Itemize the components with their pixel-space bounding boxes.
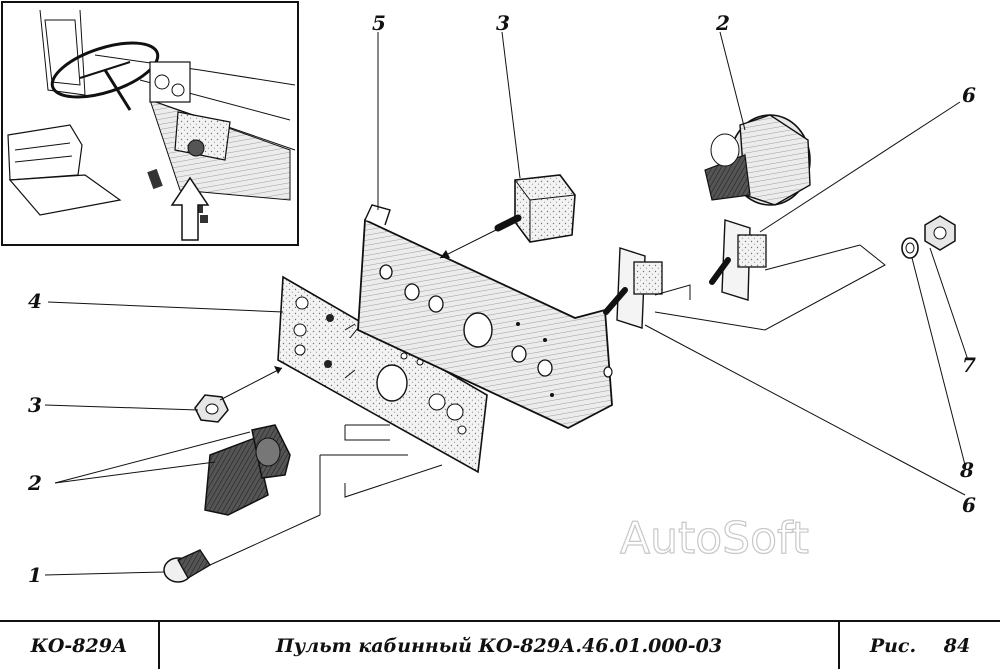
hex-nut-right (924, 215, 956, 251)
callout-8: 8 (959, 458, 974, 482)
knob-assembly (204, 424, 291, 516)
callout-2-upper: 2 (715, 11, 730, 35)
pressure-gauge (704, 114, 811, 206)
callout-2-lower: 2 (27, 471, 42, 495)
callout-5: 5 (372, 11, 386, 35)
leader-lines (44, 31, 969, 576)
callout-4: 4 (28, 289, 42, 313)
callout-3-lower: 3 (28, 393, 42, 417)
figure-number: 84 (943, 634, 971, 657)
callout-6-lower: 6 (962, 493, 976, 517)
toggle-switch-upper (494, 174, 576, 243)
drawing-title: Пульт кабинный КО-829А.46.01.000-03 (275, 634, 723, 657)
callout-1: 1 (28, 563, 42, 587)
title-cell: Пульт кабинный КО-829А.46.01.000-03 (160, 622, 840, 669)
title-block: КО-829А Пульт кабинный КО-829А.46.01.000… (0, 620, 1000, 669)
toggle-switch-right (709, 219, 767, 301)
figure-cell: Рис. 84 (840, 622, 1000, 669)
mounting-bracket (357, 204, 613, 430)
callout-3-upper: 3 (496, 11, 510, 35)
washer (901, 237, 919, 259)
callout-7: 7 (962, 353, 976, 377)
toggle-switch-middle (603, 247, 663, 329)
watermark: AutoSoft (620, 513, 809, 564)
exploded-assembly-drawing: 5 3 2 6 4 3 2 1 7 8 6 AutoSoft (1, 1, 976, 587)
model-label: КО-829А (30, 634, 128, 657)
hex-nut-left (194, 394, 229, 423)
figure-label: Рис. (869, 634, 917, 657)
callout-6-upper: 6 (962, 83, 976, 107)
cabin-inset-view (1, 1, 299, 246)
assembly-arrows (209, 227, 886, 566)
bulb-holder (163, 549, 211, 583)
model-cell: КО-829А (0, 622, 160, 669)
